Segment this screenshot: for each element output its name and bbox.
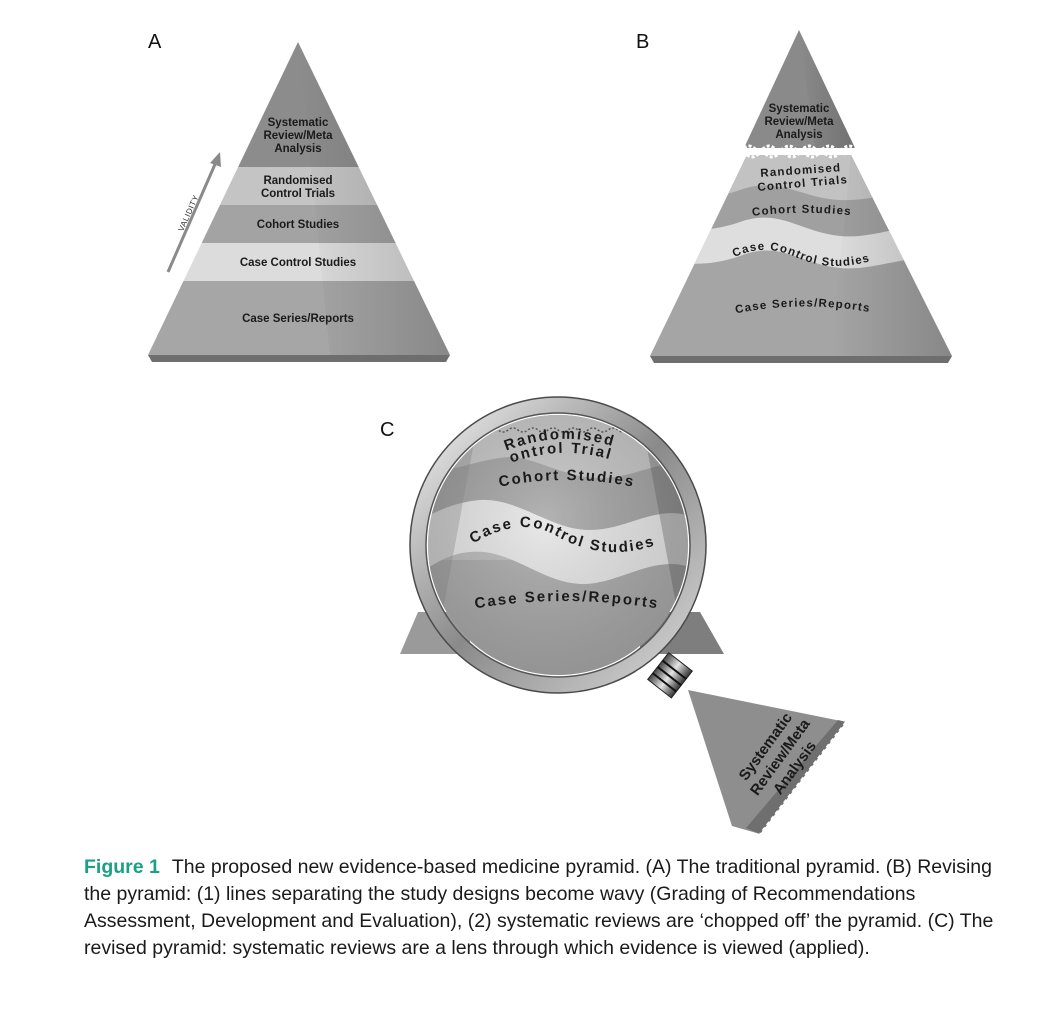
tier-b-systematic-label-2: Review/Meta bbox=[764, 116, 834, 128]
tier-a-systematic-label-3: Analysis bbox=[274, 143, 321, 155]
tier-a-cohort-label: Cohort Studies bbox=[257, 219, 339, 231]
lens-neck bbox=[647, 651, 694, 699]
panel-c-label: C bbox=[380, 419, 394, 441]
tier-c-cohort-label: Cohort Studies bbox=[497, 467, 636, 491]
tier-a-case-control-label: Case Control Studies bbox=[240, 257, 356, 269]
caption-text: The proposed new evidence-based medicine… bbox=[84, 856, 994, 959]
tier-a-systematic-label-1: Systematic bbox=[268, 117, 329, 129]
panel-c: C Systematic Review/Meta Analysis bbox=[0, 1, 847, 835]
figure-label: Figure 1 bbox=[84, 856, 160, 878]
tier-b-rct-label-1: Randomised bbox=[760, 162, 842, 180]
validity-arrow bbox=[166, 152, 221, 273]
panel-b: B Systematic Review/Meta Analysis Random… bbox=[636, 30, 952, 363]
tier-a-rct-label-2: Control Trials bbox=[261, 188, 335, 200]
tier-a-systematic-label-2: Review/Meta bbox=[263, 130, 333, 142]
panel-a-label: A bbox=[148, 31, 162, 53]
lens-rim bbox=[410, 397, 706, 693]
pyramid-b-base bbox=[650, 356, 952, 363]
tier-b-cohort-label: Cohort Studies bbox=[751, 204, 852, 219]
pyramid-a-base bbox=[148, 355, 450, 362]
evidence-pyramid-figure: A Systematic Review/Meta Analysis Random… bbox=[0, 1, 952, 835]
panel-a: A Systematic Review/Meta Analysis Random… bbox=[148, 31, 450, 362]
tier-b-systematic-label-3: Analysis bbox=[775, 129, 822, 141]
handle-systematic-review bbox=[688, 690, 846, 834]
tier-a-case-series-label: Case Series/Reports bbox=[242, 313, 354, 325]
lens-handle bbox=[688, 690, 847, 835]
tier-b-systematic-label-1: Systematic bbox=[769, 103, 830, 115]
panel-b-label: B bbox=[636, 31, 649, 53]
tier-a-rct-label-1: Randomised bbox=[263, 175, 332, 187]
